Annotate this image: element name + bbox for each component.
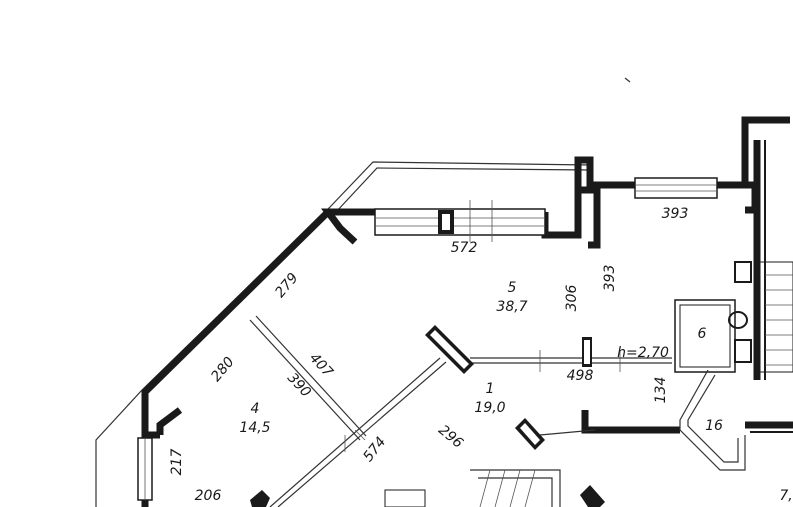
room-5-label: 5 38,7 [496,280,527,315]
small-mark [624,77,631,83]
dimension-134: 134 [653,377,669,404]
room-1-label: 1 19,0 [474,381,505,416]
dimension-296: 296 [435,422,466,451]
window-top-right [634,177,718,199]
room-1-area: 19,0 [474,400,505,416]
room-6-number: 6 [698,326,707,342]
room-4-number: 4 [251,401,260,417]
dimension-217: 217 [169,449,185,476]
dimension-206: 206 [195,488,222,504]
right-core [728,140,793,433]
room-1-number: 1 [486,381,495,397]
dimension-574: 574 [360,434,389,465]
dimension-572: 572 [451,240,478,256]
dimension-16: 16 [705,418,723,434]
dimension-279: 279 [272,270,301,301]
window-top-left [374,200,546,242]
window-left [137,437,153,501]
room-5-area: 38,7 [496,299,527,315]
interior-partitions [249,315,746,507]
room-4-area: 14,5 [239,420,270,436]
dimension-498: 498 [567,368,594,384]
dimension-7: 7, [779,488,792,504]
room-5-number: 5 [508,280,517,296]
dimension-306: 306 [564,285,580,312]
room-4-label: 4 14,5 [239,401,270,436]
dimension-280: 280 [208,354,237,385]
ceiling-height-label: h=2,70 [617,345,669,361]
room-6-walls [674,299,736,373]
dimension-393-vertical: 393 [602,265,618,292]
dimension-393-horizontal: 393 [662,206,689,222]
